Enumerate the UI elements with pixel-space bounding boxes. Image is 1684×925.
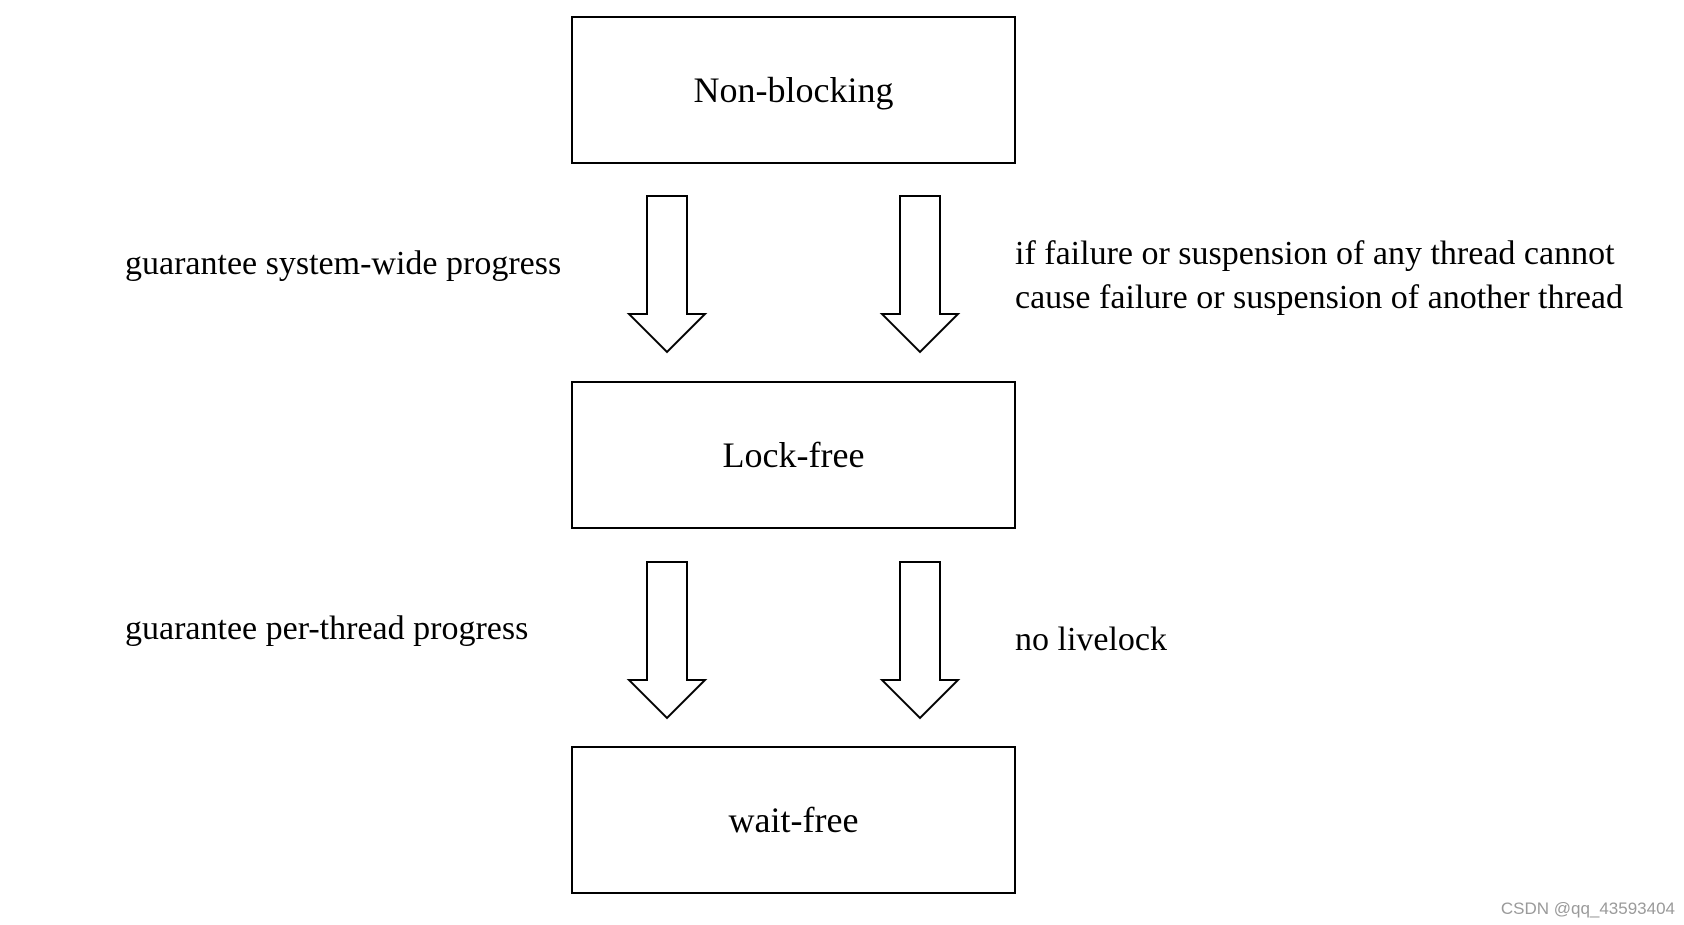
edge-label-left: guarantee system-wide progress xyxy=(125,245,562,282)
edge-label-line: if failure or suspension of any thread c… xyxy=(1015,235,1615,272)
edge-label-line: no livelock xyxy=(1015,621,1168,658)
down-arrow-icon xyxy=(879,195,961,354)
node-wait-free: wait-free xyxy=(571,746,1016,894)
down-arrow-icon xyxy=(879,561,961,720)
node-label: Lock-free xyxy=(722,435,865,475)
down-arrow-icon xyxy=(626,195,708,354)
watermark: CSDN @qq_43593404 xyxy=(1500,899,1675,918)
down-arrow-icon xyxy=(626,561,708,720)
edge-label-line: cause failure or suspension of another t… xyxy=(1015,279,1623,316)
node-non-blocking: Non-blocking xyxy=(571,16,1016,164)
node-label: wait-free xyxy=(728,800,859,840)
edge-label-left: guarantee per-thread progress xyxy=(125,610,529,647)
edge-label-right: if failure or suspension of any thread c… xyxy=(1015,232,1623,320)
node-label: Non-blocking xyxy=(693,70,894,110)
node-lock-free: Lock-free xyxy=(571,381,1016,529)
edge-label-right: no livelock xyxy=(1015,618,1167,662)
